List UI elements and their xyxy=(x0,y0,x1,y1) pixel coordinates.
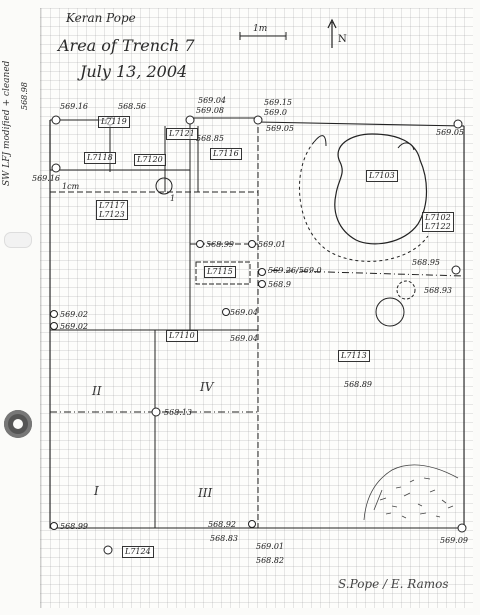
quadrant-label: IV xyxy=(200,380,214,394)
context-label: L7110 xyxy=(166,330,198,342)
context-label: L7115 xyxy=(204,266,236,278)
elevation-label: 569.05 xyxy=(436,128,464,137)
pit-feature xyxy=(298,133,429,262)
quadrant-label: I xyxy=(94,484,99,498)
elevation-label: 568.93 xyxy=(424,286,452,295)
elevation-label: 569.04 xyxy=(198,96,226,105)
north-arrow xyxy=(327,18,337,48)
quadrant-label: III xyxy=(198,486,213,500)
signature: S.Pope / E. Ramos xyxy=(338,577,449,591)
elevation-label: 569.05 xyxy=(266,124,294,133)
elevation-label: 569.01 xyxy=(256,542,284,551)
elevation-label: 569.01 xyxy=(258,240,286,249)
excavator-name: Keran Pope xyxy=(66,11,136,25)
elevation-label: 568.9 xyxy=(268,280,291,289)
elevation-label: 569.09 xyxy=(440,536,468,545)
circle-features xyxy=(155,177,416,327)
elevation-label: 568.83 xyxy=(210,534,238,543)
scale-label: 1m xyxy=(253,24,268,34)
context-label: L7119 xyxy=(98,116,130,128)
quadrant-label: II xyxy=(92,384,102,398)
graph-paper xyxy=(40,8,473,608)
elevation-label: 569.26/569.0 xyxy=(268,266,322,275)
context-label: L7124 xyxy=(122,546,154,558)
elevation-label: 568.99 xyxy=(60,522,88,531)
plan-date: July 13, 2004 xyxy=(80,62,188,81)
elevation-label: 569.0 xyxy=(264,108,287,117)
punch-hole xyxy=(4,410,32,438)
elevation-label: 568.85 xyxy=(196,134,224,143)
elevation-label: 568.99 xyxy=(206,240,234,249)
scale-bar xyxy=(239,32,287,40)
north-label: N xyxy=(338,34,347,45)
elevation-label: 568.89 xyxy=(344,380,372,389)
elevation-label: 1cm xyxy=(62,182,80,191)
context-label: L7103 xyxy=(366,170,398,182)
context-label: L7116 xyxy=(210,148,242,160)
elevation-label: 568.98 xyxy=(20,82,29,110)
elevation-label: 569.16 xyxy=(60,102,88,111)
elevation-label: 568.13 xyxy=(164,408,192,417)
plan-area-title: Area of Trench 7 xyxy=(58,36,195,55)
elevation-label: 569.08 xyxy=(196,106,224,115)
elevation-label: 568.95 xyxy=(412,258,440,267)
elevation-label: 569.15 xyxy=(264,98,292,107)
context-label: L7120 xyxy=(134,154,166,166)
elevation-label: 569.02 xyxy=(60,322,88,331)
context-label: L7121 xyxy=(166,128,198,140)
elevation-label: 569.04 xyxy=(230,334,258,343)
elevation-label: 568.92 xyxy=(208,520,236,529)
context-label: L7113 xyxy=(338,350,370,362)
elevation-label: 568.56 xyxy=(118,102,146,111)
elevation-label: 1 xyxy=(170,194,176,203)
context-label: L7118 xyxy=(84,152,116,164)
paper-clip-mark xyxy=(4,232,32,248)
datum-markers xyxy=(50,115,467,555)
elevation-label: 569.16 xyxy=(32,174,60,183)
stone-scatter xyxy=(363,464,459,521)
elevation-label: 569.02 xyxy=(60,310,88,319)
elevation-label: 569.04 xyxy=(230,308,258,317)
elevation-label: 568.82 xyxy=(256,556,284,565)
